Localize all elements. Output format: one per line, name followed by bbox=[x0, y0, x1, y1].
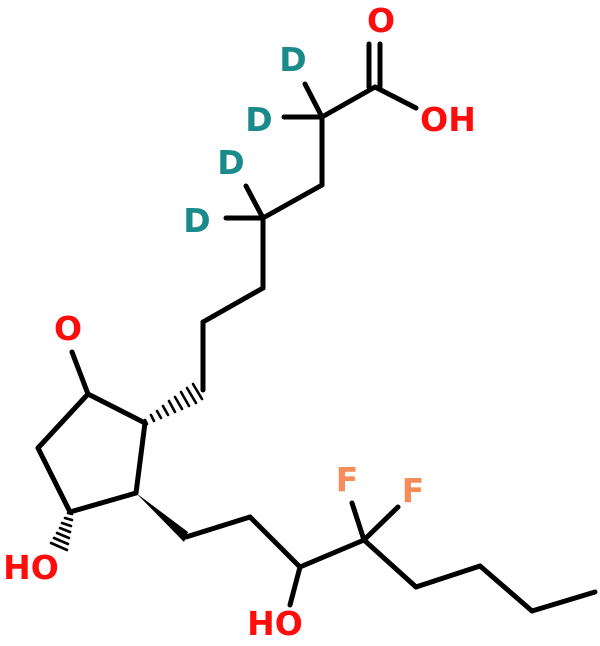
bond-ketone-c-o bbox=[69, 349, 91, 397]
atom-fluorine-2: F bbox=[402, 471, 425, 510]
atom-deuterium-4: D bbox=[183, 201, 210, 240]
atom-deuterium-1: D bbox=[279, 40, 306, 79]
carboxylic-acid-group bbox=[319, 41, 419, 120]
bond-c13-c14 bbox=[183, 514, 253, 540]
bond-c3-c4 bbox=[260, 182, 325, 221]
atom-ketone-oxygen: O bbox=[54, 309, 82, 348]
cyclopentane-ring bbox=[35, 349, 148, 515]
atom-deuterium-3: D bbox=[217, 143, 244, 182]
bond-c12-c8 bbox=[133, 420, 148, 496]
bond-c9-c10 bbox=[35, 391, 91, 451]
bond-c16-c17 bbox=[361, 537, 419, 590]
bond-c15-c16 bbox=[297, 537, 367, 570]
atom-ring-hydroxyl: HO bbox=[3, 548, 59, 587]
bond-c4-d3 bbox=[243, 183, 266, 221]
atom-deuterium-2: D bbox=[245, 100, 272, 139]
hashed-wedge-bond-c8-c7 bbox=[143, 382, 204, 426]
bond-c2-d1 bbox=[302, 81, 325, 120]
atom-carbonyl-oxygen: O bbox=[367, 1, 395, 40]
hashed-wedge-bond-c11-oh bbox=[49, 511, 74, 552]
bond-c8-c9 bbox=[85, 391, 148, 426]
bond-c11-c12 bbox=[67, 490, 139, 515]
bond-c14-c15 bbox=[247, 514, 303, 570]
bond-c17-c18 bbox=[413, 563, 483, 590]
lower-chain bbox=[183, 500, 598, 614]
atom-chain-hydroxyl: HO bbox=[247, 604, 303, 643]
bond-c5-c6 bbox=[200, 285, 266, 325]
solid-wedge-bond-c12-c13 bbox=[136, 493, 188, 542]
bond-c16-f1 bbox=[349, 500, 367, 543]
bond-c15-oh bbox=[287, 564, 303, 608]
bond-c18-c19 bbox=[477, 563, 535, 614]
atom-acid-hydroxyl: OH bbox=[420, 100, 476, 139]
atom-fluorine-1: F bbox=[336, 460, 359, 499]
bond-c19-c20 bbox=[529, 589, 598, 614]
bond-c10-c11 bbox=[35, 445, 73, 515]
bond-c1-c2 bbox=[319, 84, 378, 120]
upper-chain bbox=[200, 81, 325, 393]
bond-c16-f2 bbox=[361, 504, 401, 543]
bond-c-oh bbox=[372, 84, 419, 111]
